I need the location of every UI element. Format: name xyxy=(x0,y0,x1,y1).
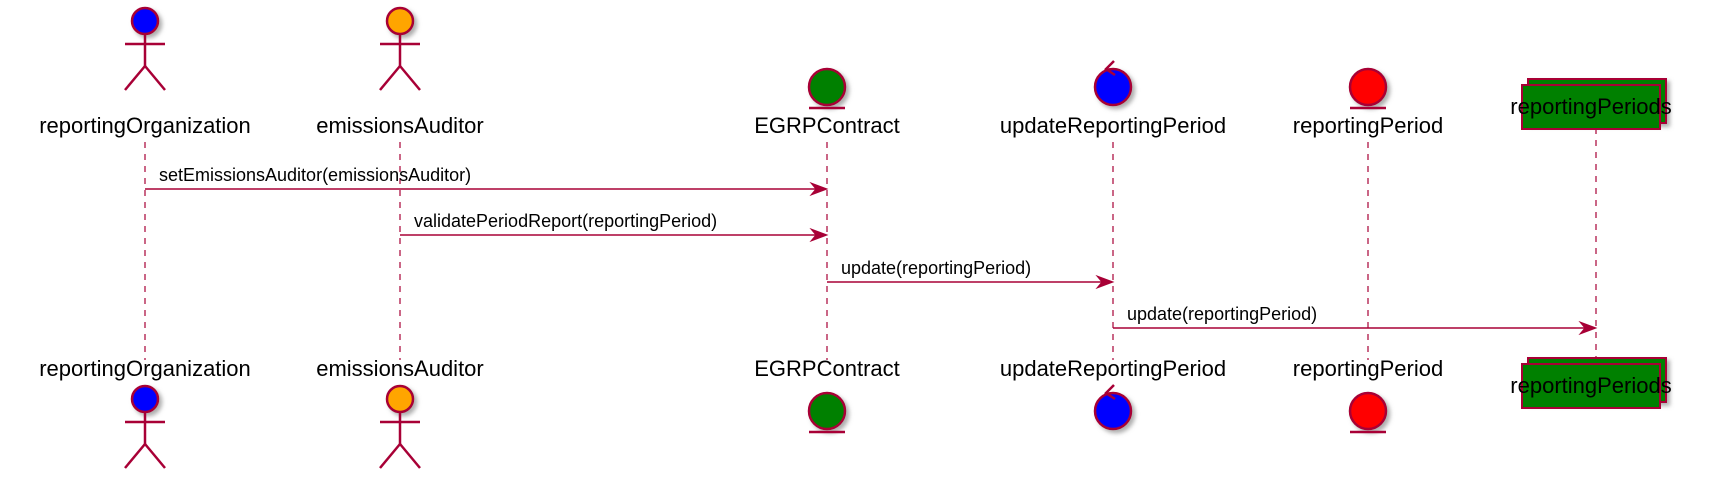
participant-label: reportingPeriods xyxy=(1510,94,1671,119)
message-label: update(reportingPeriod) xyxy=(841,258,1031,278)
message-label: update(reportingPeriod) xyxy=(1127,304,1317,324)
participant-label: EGRPContract xyxy=(754,113,900,138)
participant-label: reportingPeriod xyxy=(1293,356,1443,381)
actor-leg-icon xyxy=(124,65,146,91)
participant-EGRPContract-bottom: EGRPContract xyxy=(754,356,900,434)
participant-reportingPeriods-bottom: reportingPeriods xyxy=(1510,357,1672,409)
participant-label: emissionsAuditor xyxy=(316,113,484,138)
entity-circle-icon xyxy=(1348,391,1388,431)
participant-EGRPContract-top: EGRPContract xyxy=(754,67,900,138)
entity-circle-icon xyxy=(1348,67,1388,107)
participant-label: reportingPeriods xyxy=(1510,373,1671,398)
participant-label: reportingOrganization xyxy=(39,356,251,381)
participant-emissionsAuditor-bottom: emissionsAuditor xyxy=(316,356,484,469)
participant-emissionsAuditor-top: emissionsAuditor xyxy=(316,6,484,138)
participant-reportingOrganization-top: reportingOrganization xyxy=(39,6,251,138)
message-label: validatePeriodReport(reportingPeriod) xyxy=(414,211,717,231)
actor-leg-icon xyxy=(144,65,166,91)
collections-front-box xyxy=(1521,84,1661,130)
actor-head-icon xyxy=(385,384,415,414)
collections-front-box xyxy=(1521,363,1661,409)
control-circle-icon xyxy=(1093,67,1133,107)
actor-leg-icon xyxy=(399,65,421,91)
participant-reportingOrganization-bottom: reportingOrganization xyxy=(39,356,251,469)
actor-leg-icon xyxy=(379,443,401,469)
arrowhead-icon xyxy=(809,181,829,197)
actor-leg-icon xyxy=(124,443,146,469)
control-arrow-icon xyxy=(1104,60,1116,77)
arrowhead-icon xyxy=(1095,274,1115,290)
participant-updateReportingPeriod-bottom: updateReportingPeriod xyxy=(1000,356,1226,431)
actor-head-icon xyxy=(130,6,160,36)
message-4: update(reportingPeriod) xyxy=(1113,304,1598,336)
actor-leg-icon xyxy=(144,443,166,469)
control-circle-icon xyxy=(1093,391,1133,431)
arrowhead-icon xyxy=(809,227,829,243)
message-1: setEmissionsAuditor(emissionsAuditor) xyxy=(145,165,829,197)
actor-leg-icon xyxy=(379,65,401,91)
actor-leg-icon xyxy=(399,443,421,469)
participant-label: reportingOrganization xyxy=(39,113,251,138)
arrowhead-icon xyxy=(1578,320,1598,336)
participant-reportingPeriod-bottom: reportingPeriod xyxy=(1293,356,1443,434)
participant-label: updateReportingPeriod xyxy=(1000,356,1226,381)
entity-circle-icon xyxy=(807,391,847,431)
actor-head-icon xyxy=(130,384,160,414)
participant-reportingPeriods-top: reportingPeriods xyxy=(1510,78,1672,130)
participant-label: emissionsAuditor xyxy=(316,356,484,381)
entity-circle-icon xyxy=(807,67,847,107)
participant-label: updateReportingPeriod xyxy=(1000,113,1226,138)
message-3: update(reportingPeriod) xyxy=(827,258,1115,290)
message-2: validatePeriodReport(reportingPeriod) xyxy=(400,211,829,243)
participant-reportingPeriod-top: reportingPeriod xyxy=(1293,67,1443,138)
participant-label: reportingPeriod xyxy=(1293,113,1443,138)
actor-head-icon xyxy=(385,6,415,36)
participant-updateReportingPeriod-top: updateReportingPeriod xyxy=(1000,60,1226,138)
message-label: setEmissionsAuditor(emissionsAuditor) xyxy=(159,165,471,185)
control-arrow-icon xyxy=(1104,384,1116,401)
participant-label: EGRPContract xyxy=(754,356,900,381)
